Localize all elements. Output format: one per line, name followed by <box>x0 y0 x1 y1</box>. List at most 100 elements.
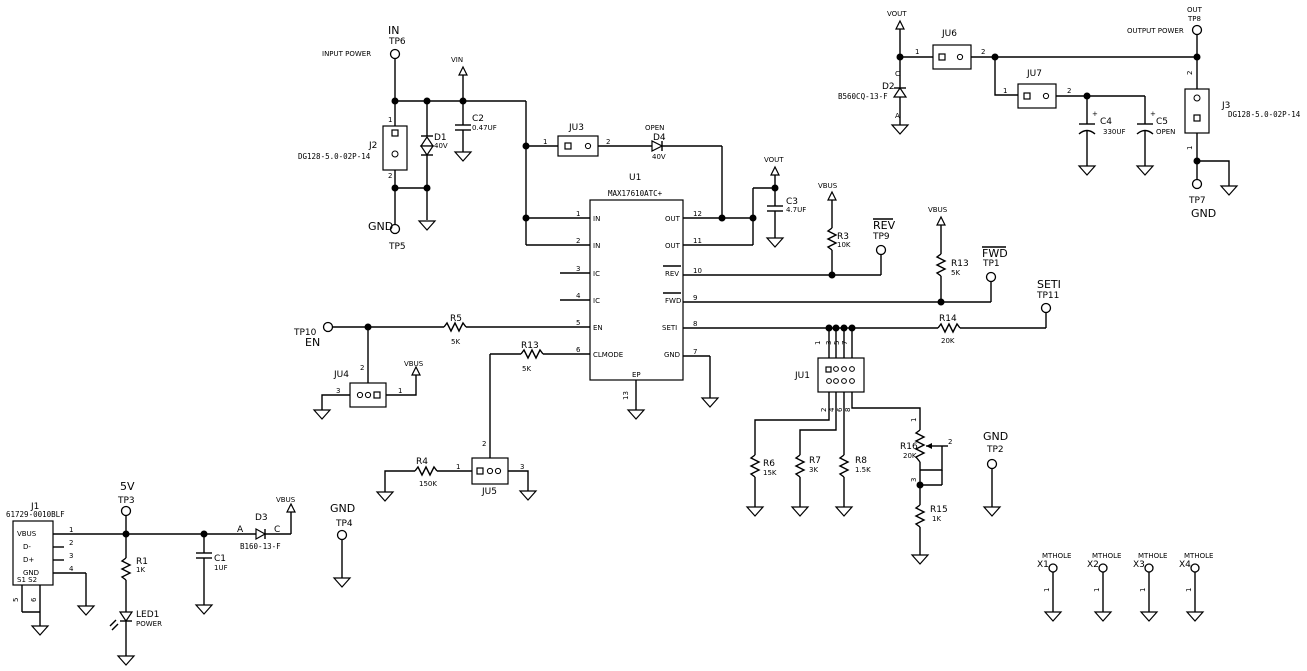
tp8-ref: TP8 <box>1187 15 1201 23</box>
svg-text:3: 3 <box>69 552 73 560</box>
gnd-symbol <box>1185 611 1205 622</box>
tp4-testpoint[interactable] <box>336 529 348 541</box>
gnd-symbol <box>30 625 50 636</box>
d3-diode <box>255 527 267 541</box>
svg-text:EP: EP <box>632 371 641 379</box>
d1-diode <box>419 135 435 147</box>
net-label-gnd-tp4: GND <box>330 502 355 515</box>
d4-value: 40V <box>652 153 666 161</box>
gnd-symbol <box>1219 185 1239 196</box>
r5-value: 5K <box>451 338 460 346</box>
gnd-symbol <box>1135 165 1155 176</box>
tp11-ref: TP11 <box>1036 291 1059 301</box>
svg-text:+: + <box>1092 110 1098 118</box>
rev-section: VBUS R3 10K REV TP9 <box>818 182 896 279</box>
tp2-testpoint[interactable] <box>986 458 998 470</box>
gnd-symbol <box>1139 611 1159 622</box>
c3-value: 4.7UF <box>786 206 806 214</box>
tp9-testpoint[interactable] <box>875 244 887 256</box>
r14-resistor <box>937 322 961 334</box>
svg-text:FWD: FWD <box>665 297 681 305</box>
r15-ref: R15 <box>930 505 948 515</box>
tp6-testpoint[interactable] <box>389 48 401 60</box>
d4-diode <box>651 140 664 152</box>
svg-text:2: 2 <box>981 48 985 56</box>
svg-text:4: 4 <box>576 292 581 300</box>
r8-value: 1.5K <box>855 466 871 474</box>
svg-text:A: A <box>237 525 244 535</box>
tp5-testpoint[interactable] <box>389 223 401 235</box>
r5-resistor <box>443 321 467 333</box>
tp8-testpoint[interactable] <box>1191 24 1203 36</box>
tp1-testpoint[interactable] <box>985 271 997 283</box>
tp7-ref: TP7 <box>1188 196 1206 206</box>
u1-ref: U1 <box>629 173 641 183</box>
tp10-testpoint[interactable] <box>322 321 334 333</box>
svg-text:GND: GND <box>664 351 680 359</box>
svg-text:OUT: OUT <box>665 242 681 250</box>
led1-led <box>118 611 134 623</box>
gnd-symbol <box>116 655 136 666</box>
tp7-testpoint[interactable] <box>1191 178 1203 190</box>
tp2-ref: TP2 <box>986 445 1004 455</box>
tp11-testpoint[interactable] <box>1040 302 1052 314</box>
svg-text:D-: D- <box>23 543 31 551</box>
d4-note: OPEN <box>645 124 664 132</box>
c1-ref: C1 <box>214 554 226 564</box>
r16-ref: R16 <box>900 442 918 452</box>
svg-text:2: 2 <box>482 440 486 448</box>
svg-text:3: 3 <box>336 387 340 395</box>
svg-text:A: A <box>895 112 900 120</box>
input-power-section: IN TP6 INPUT POWER J2 DG128-5.0-02P-14 1… <box>298 24 723 252</box>
r16-potentiometer[interactable] <box>914 429 926 463</box>
led1-value: POWER <box>136 620 162 628</box>
r3-ref: R3 <box>837 232 849 242</box>
r4-resistor <box>414 465 438 477</box>
svg-text:3: 3 <box>910 478 918 482</box>
svg-text:1: 1 <box>910 418 918 422</box>
ju5-ref: JU4 <box>333 370 349 380</box>
net-label-fwd: FWD <box>982 247 1008 260</box>
svg-text:VBUS: VBUS <box>818 182 838 190</box>
ju1-jumper[interactable] <box>817 357 865 393</box>
r14-ref: R14 <box>939 314 957 324</box>
net-label-seti: SETI <box>1037 278 1061 291</box>
ju6-ref: JU6 <box>941 29 957 39</box>
d2-ref: D2 <box>882 82 895 92</box>
d3-ref: D3 <box>255 513 268 523</box>
ju7-ref: JU7 <box>1026 69 1042 79</box>
r4-value: 150K <box>419 480 437 488</box>
gnd-symbol <box>194 604 214 615</box>
gnd-symbol <box>1043 611 1063 622</box>
r8-resistor <box>838 454 850 478</box>
net-label-gnd-tp2: GND <box>983 430 1008 443</box>
x2-ref: X2 <box>1087 560 1099 570</box>
svg-text:2: 2 <box>1186 71 1194 75</box>
c1-value: 1UF <box>214 564 228 572</box>
gnd-symbol <box>745 506 765 517</box>
u1-ic: U1 MAX17610ATC+ 1 2 3 4 5 6 IN IN IC IC … <box>526 173 940 420</box>
r1-value: 1K <box>136 566 145 574</box>
u1-part: MAX17610ATC+ <box>608 189 663 198</box>
tp3-testpoint[interactable] <box>120 505 132 517</box>
svg-text:12: 12 <box>693 210 702 218</box>
ju3-jumper[interactable] <box>557 135 599 157</box>
svg-text:D+: D+ <box>23 556 34 564</box>
svg-text:2: 2 <box>360 364 364 372</box>
vin-label: VIN <box>451 56 463 64</box>
svg-text:MTHOLE: MTHOLE <box>1042 552 1071 560</box>
svg-text:7: 7 <box>841 341 849 345</box>
r13-resistor <box>520 348 544 360</box>
svg-text:7: 7 <box>693 348 697 356</box>
x4-ref: X4 <box>1179 560 1191 570</box>
svg-text:1: 1 <box>1003 87 1007 95</box>
tp4-group: GND TP4 <box>330 502 355 588</box>
svg-text:1: 1 <box>398 387 402 395</box>
tp5-ref: TP5 <box>388 242 406 252</box>
r3-value: 10K <box>837 241 851 249</box>
svg-text:+: + <box>1150 110 1156 118</box>
svg-text:1: 1 <box>543 138 547 146</box>
d3-value: B160-13-F <box>240 542 281 551</box>
svg-text:6: 6 <box>836 407 844 412</box>
